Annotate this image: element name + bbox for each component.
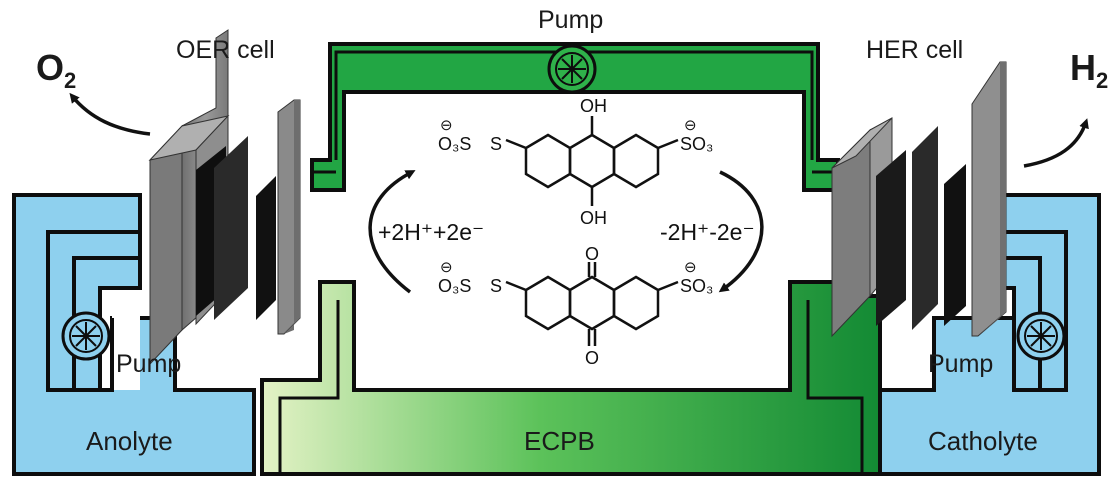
molecule-bottom-structure <box>505 262 679 346</box>
molecule-top-structure <box>505 116 679 206</box>
her-cell <box>831 61 1007 338</box>
anolyte-label: Anolyte <box>86 426 173 456</box>
o2-arrow <box>69 92 151 136</box>
oer-cell <box>148 29 301 366</box>
pump-right <box>1016 311 1066 361</box>
catholyte-label: Catholyte <box>928 426 1038 456</box>
pump-left-label: Pump <box>116 350 181 378</box>
pump-top <box>547 44 597 94</box>
mol-top-right-charge: ⊖ <box>684 117 697 134</box>
mol-top-left-s-bond: S <box>490 134 502 154</box>
oxidation-label: -2H⁺-2e⁻ <box>660 219 755 245</box>
mol-bottom-o-top: O <box>585 244 599 264</box>
mol-top-right-sub: SO₃ <box>680 134 713 154</box>
reduction-label: +2H⁺+2e⁻ <box>378 219 484 245</box>
mol-bottom-left-charge: ⊖ <box>440 259 453 276</box>
oer-cell-label: OER cell <box>176 36 275 64</box>
o2-label: O2 <box>36 47 76 93</box>
mol-bottom-o-bottom: O <box>585 348 599 368</box>
h2-label: H2 <box>1070 47 1108 93</box>
pump-top-label: Pump <box>538 6 603 34</box>
pump-left <box>61 311 111 361</box>
mol-top-left-charge: ⊖ <box>440 117 453 134</box>
oxidation-arrow <box>718 170 764 293</box>
mol-top-oh-top: OH <box>580 96 607 116</box>
mol-top-oh-bottom: OH <box>580 208 607 228</box>
mol-bottom-left-sub: O₃S <box>438 276 471 296</box>
mol-bottom-right-sub: SO₃ <box>680 276 713 296</box>
ecpb-label: ECPB <box>524 426 595 456</box>
h2-arrow <box>1023 118 1089 168</box>
mol-bottom-right-charge: ⊖ <box>684 259 697 276</box>
ecpb-reservoir <box>260 280 882 476</box>
mol-bottom-left-s-bond: S <box>490 276 502 296</box>
her-cell-label: HER cell <box>866 36 963 64</box>
pump-right-label: Pump <box>928 350 993 378</box>
mol-top-left-sub: O₃S <box>438 134 471 154</box>
reduction-arrow <box>368 170 416 294</box>
